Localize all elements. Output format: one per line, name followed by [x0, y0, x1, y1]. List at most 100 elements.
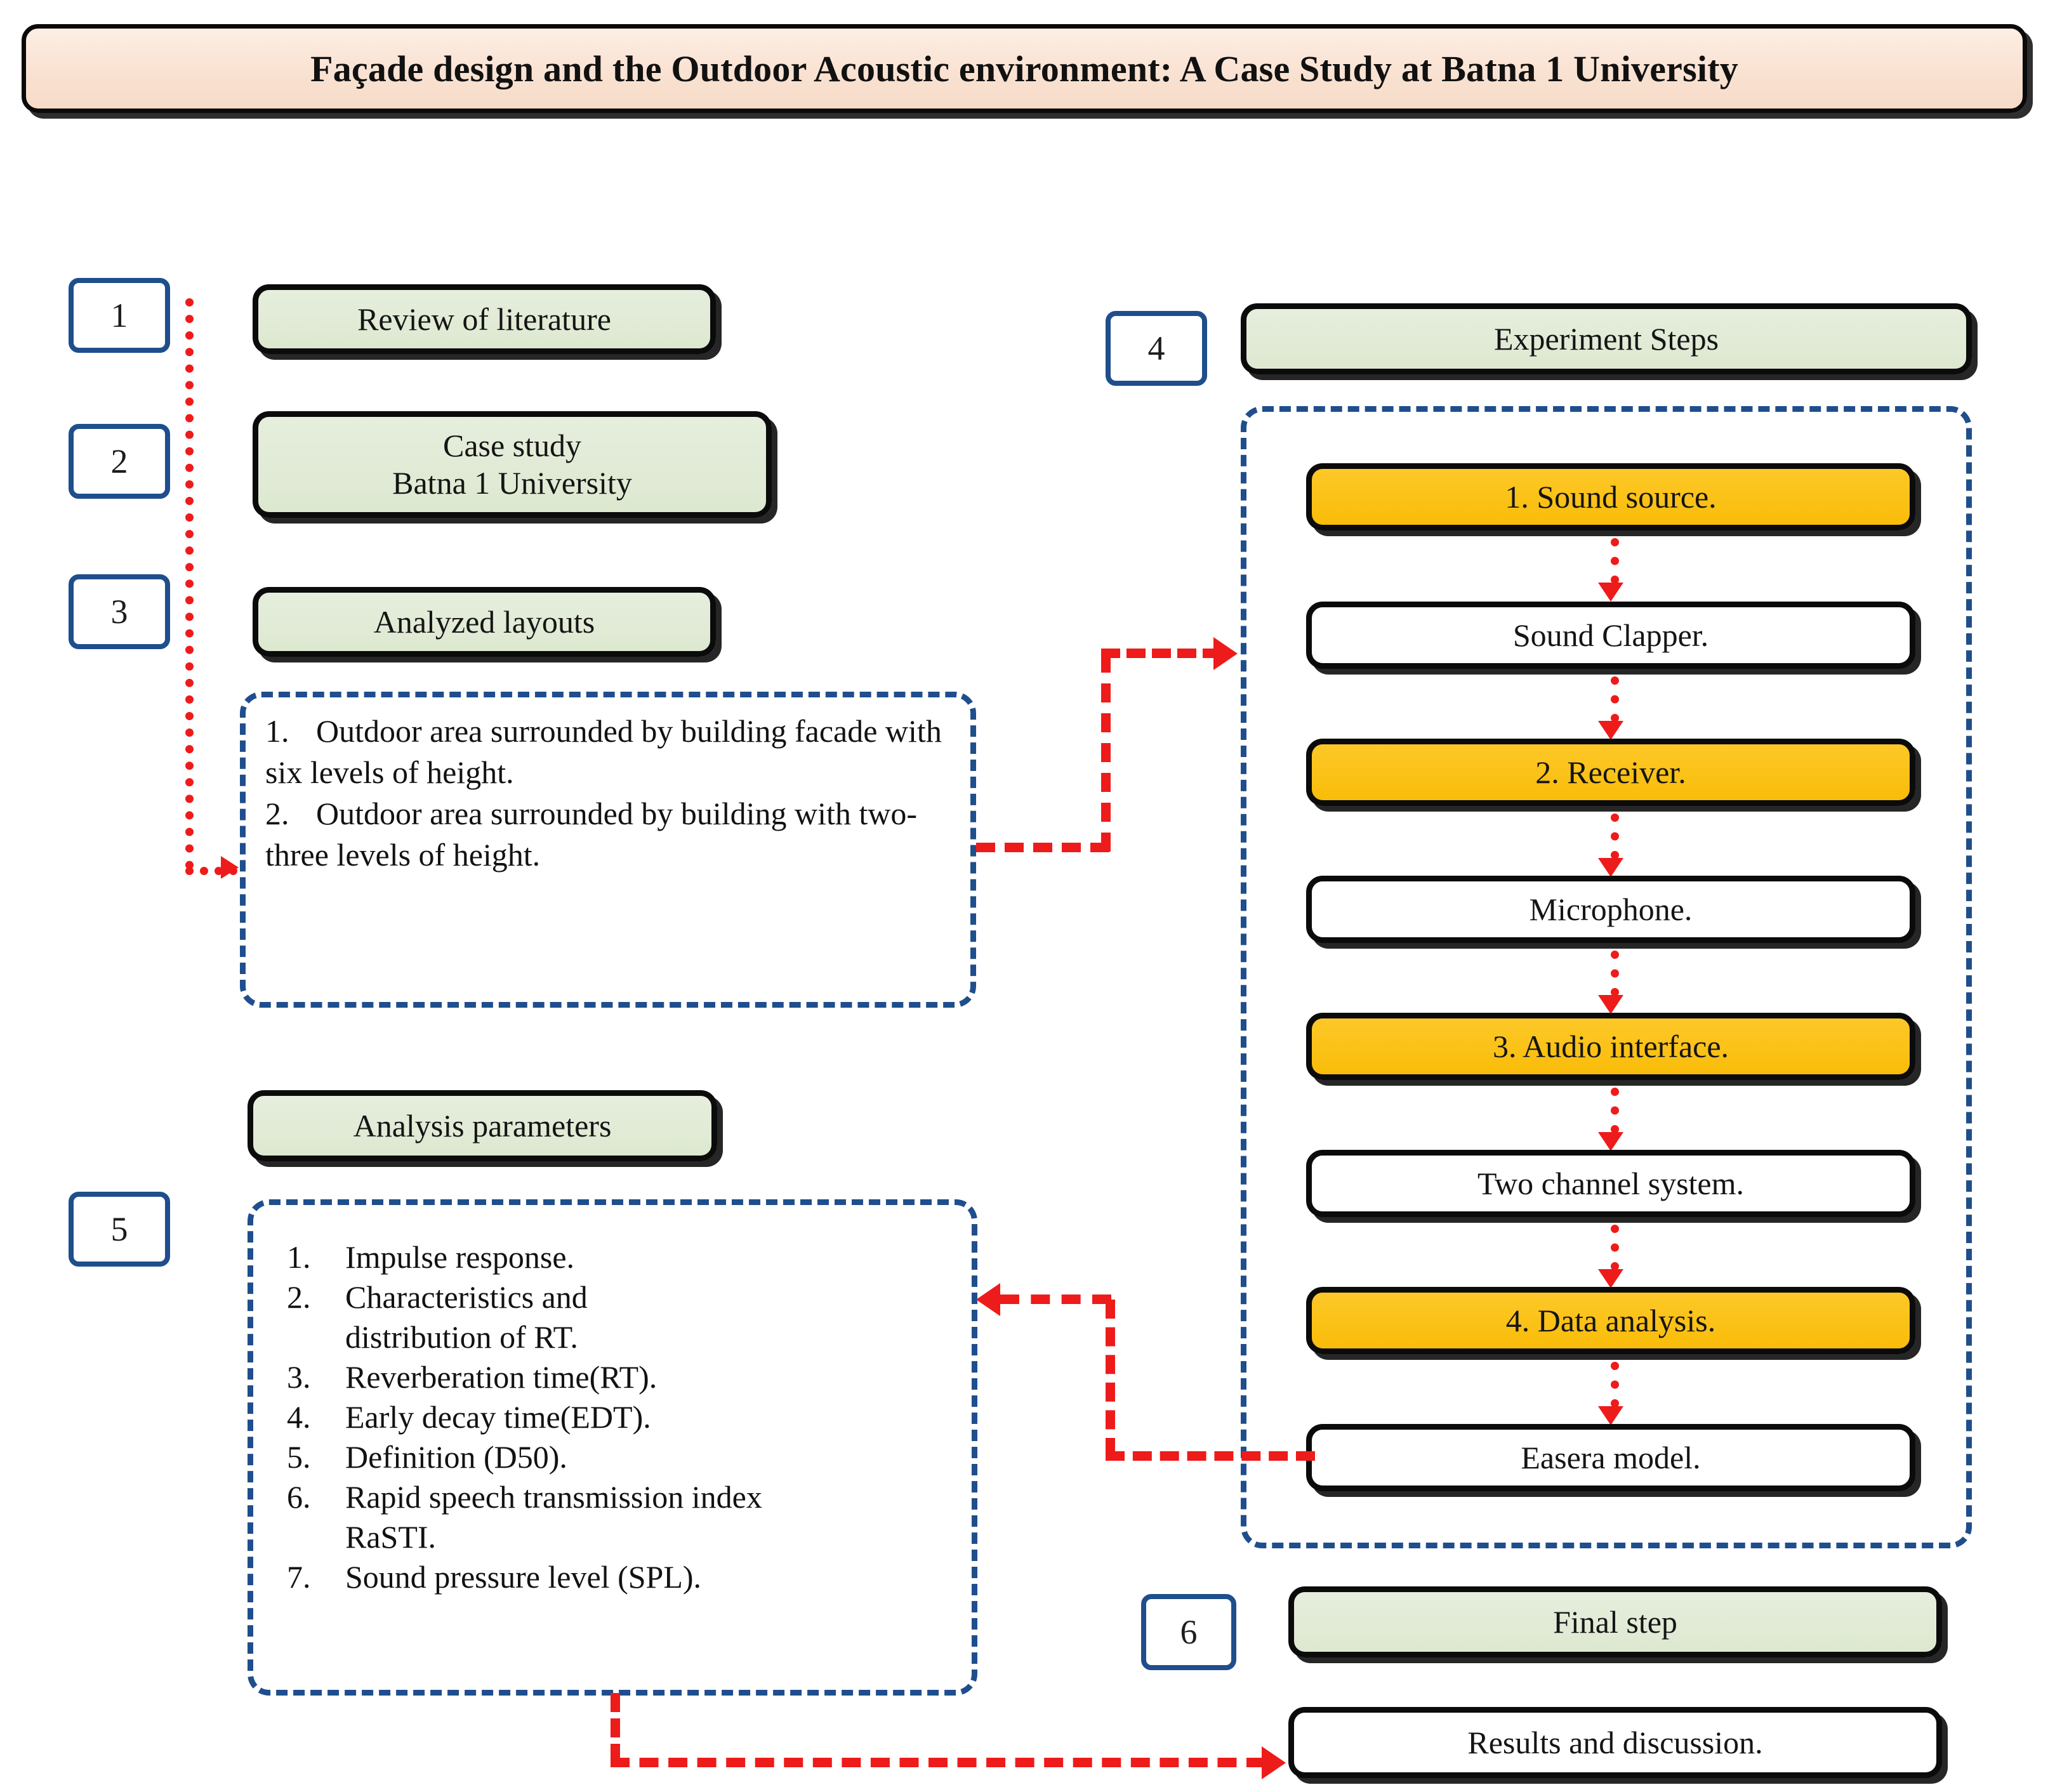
node-experiment-steps-header: Experiment Steps — [1241, 303, 1972, 374]
param-item-4-number: 4. — [287, 1399, 311, 1435]
node-step-audio-interface: 3. Audio interface. — [1306, 1013, 1915, 1080]
node-final-step-header: Final step — [1288, 1586, 1942, 1657]
list-item: 5. Definition (D50). — [287, 1437, 960, 1477]
param-item-1-number: 1. — [287, 1239, 311, 1275]
easera-to-parameters-connector-v — [1106, 1300, 1115, 1457]
step-badge-5: 5 — [69, 1192, 170, 1267]
param-item-7-number: 7. — [287, 1559, 311, 1595]
node-step-data-analysis: 4. Data analysis. — [1306, 1287, 1915, 1354]
node-final-step-header-label: Final step — [1553, 1604, 1677, 1640]
param-item-3-text: Reverberation time(RT). — [345, 1359, 657, 1395]
node-experiment-steps-header-label: Experiment Steps — [1493, 320, 1719, 357]
node-step-easera-model-label: Easera model. — [1521, 1439, 1701, 1475]
step-badge-3: 3 — [69, 574, 170, 649]
layouts-to-experiment-connector-h2 — [1101, 649, 1222, 658]
node-step-sound-source: 1. Sound source. — [1306, 463, 1915, 530]
easera-to-parameters-arrowhead-icon — [976, 1283, 1000, 1316]
node-case-study-line1: Case study — [442, 428, 582, 463]
step-badge-4-label: 4 — [1147, 329, 1165, 367]
node-review-of-literature-label: Review of literature — [357, 301, 611, 337]
list-item: 4. Early decay time(EDT). — [287, 1397, 960, 1437]
list-item: 7. Sound pressure level (SPL). — [287, 1557, 960, 1597]
param-item-1-text: Impulse response. — [345, 1239, 575, 1275]
step-badge-6: 6 — [1141, 1594, 1236, 1670]
parameters-to-results-arrowhead-icon — [1262, 1746, 1286, 1779]
experiment-steps-container — [1241, 406, 1972, 1548]
step-arrowhead-7-icon — [1598, 1406, 1623, 1425]
page-title: Façade design and the Outdoor Acoustic e… — [310, 48, 1738, 89]
node-step-data-analysis-label: 4. Data analysis. — [1505, 1302, 1716, 1338]
param-item-2-text: Characteristics and distribution of RT. — [345, 1279, 588, 1355]
layouts-item-2-text: Outdoor area surrounded by building with… — [265, 796, 918, 873]
step-arrowhead-1-icon — [1598, 583, 1623, 602]
list-item: 1.Outdoor area surrounded by building fa… — [265, 711, 957, 793]
node-step-two-channel-system: Two channel system. — [1306, 1150, 1915, 1217]
left-spine-connector — [185, 298, 194, 869]
node-step-two-channel-system-label: Two channel system. — [1477, 1165, 1745, 1201]
node-step-receiver: 2. Receiver. — [1306, 739, 1915, 806]
step-arrowhead-5-icon — [1598, 1132, 1623, 1151]
step-badge-6-label: 6 — [1180, 1613, 1198, 1651]
param-item-6-text: Rapid speech transmission index RaSTI. — [345, 1479, 762, 1555]
list-item: 1. Impulse response. — [287, 1237, 960, 1277]
step-connector-5 — [1611, 1088, 1619, 1133]
layouts-to-experiment-connector-h1 — [976, 843, 1109, 852]
step-badge-2: 2 — [69, 424, 170, 499]
step-badge-1: 1 — [69, 278, 170, 353]
step-badge-5-label: 5 — [110, 1210, 128, 1248]
layouts-to-experiment-connector-v — [1101, 654, 1111, 852]
analysis-parameters-container — [248, 1199, 977, 1696]
node-review-of-literature: Review of literature — [253, 284, 716, 354]
node-analysis-parameters: Analysis parameters — [248, 1090, 717, 1161]
step-badge-4: 4 — [1106, 311, 1207, 386]
layouts-item-1-text: Outdoor area surrounded by building faca… — [265, 713, 942, 790]
node-results-and-discussion-label: Results and discussion. — [1467, 1724, 1763, 1760]
easera-to-parameters-connector-h1 — [1106, 1451, 1315, 1461]
node-case-study: Case study Batna 1 University — [253, 411, 772, 518]
node-step-receiver-label: 2. Receiver. — [1535, 754, 1686, 790]
step-connector-1 — [1611, 538, 1619, 584]
left-spine-arrowhead-icon — [221, 856, 239, 879]
analyzed-layouts-list: 1.Outdoor area surrounded by building fa… — [265, 711, 957, 876]
node-step-sound-clapper: Sound Clapper. — [1306, 602, 1915, 669]
step-arrowhead-6-icon — [1598, 1269, 1623, 1288]
node-step-microphone: Microphone. — [1306, 876, 1915, 943]
layouts-item-2-number: 2. — [265, 796, 289, 831]
parameters-to-results-connector-v — [611, 1693, 620, 1763]
node-case-study-line2: Batna 1 University — [392, 465, 632, 501]
node-analyzed-layouts: Analyzed layouts — [253, 587, 716, 657]
step-badge-3-label: 3 — [110, 593, 128, 631]
layouts-to-experiment-arrowhead-icon — [1213, 637, 1238, 670]
step-connector-2 — [1611, 676, 1619, 722]
step-arrowhead-3-icon — [1598, 858, 1623, 877]
step-connector-7 — [1611, 1362, 1619, 1407]
step-arrowhead-4-icon — [1598, 995, 1623, 1014]
step-badge-2-label: 2 — [110, 442, 128, 480]
node-analysis-parameters-label: Analysis parameters — [353, 1107, 612, 1143]
node-step-microphone-label: Microphone. — [1529, 891, 1693, 927]
step-connector-6 — [1611, 1225, 1619, 1270]
parameters-to-results-connector-h — [611, 1758, 1265, 1767]
step-connector-4 — [1611, 951, 1619, 996]
list-item: 2.Outdoor area surrounded by building wi… — [265, 793, 957, 876]
diagram-title-banner: Façade design and the Outdoor Acoustic e… — [22, 24, 2027, 113]
list-item: 6. Rapid speech transmission index RaSTI… — [287, 1477, 960, 1557]
step-badge-1-label: 1 — [110, 296, 128, 334]
step-connector-3 — [1611, 814, 1619, 859]
param-item-2-number: 2. — [287, 1279, 311, 1315]
node-step-easera-model: Easera model. — [1306, 1424, 1915, 1491]
node-step-audio-interface-label: 3. Audio interface. — [1492, 1028, 1729, 1064]
node-analyzed-layouts-label: Analyzed layouts — [373, 603, 595, 640]
analysis-parameters-list: 1. Impulse response. 2. Characteristics … — [287, 1237, 960, 1597]
param-item-5-text: Definition (D50). — [345, 1439, 567, 1475]
param-item-4-text: Early decay time(EDT). — [345, 1399, 651, 1435]
param-item-7-text: Sound pressure level (SPL). — [345, 1559, 702, 1595]
list-item: 2. Characteristics and distribution of R… — [287, 1277, 960, 1357]
list-item: 3. Reverberation time(RT). — [287, 1357, 960, 1397]
layouts-item-1-number: 1. — [265, 713, 289, 749]
param-item-6-number: 6. — [287, 1479, 311, 1515]
param-item-5-number: 5. — [287, 1439, 311, 1475]
step-arrowhead-2-icon — [1598, 721, 1623, 740]
node-step-sound-source-label: 1. Sound source. — [1505, 478, 1717, 515]
